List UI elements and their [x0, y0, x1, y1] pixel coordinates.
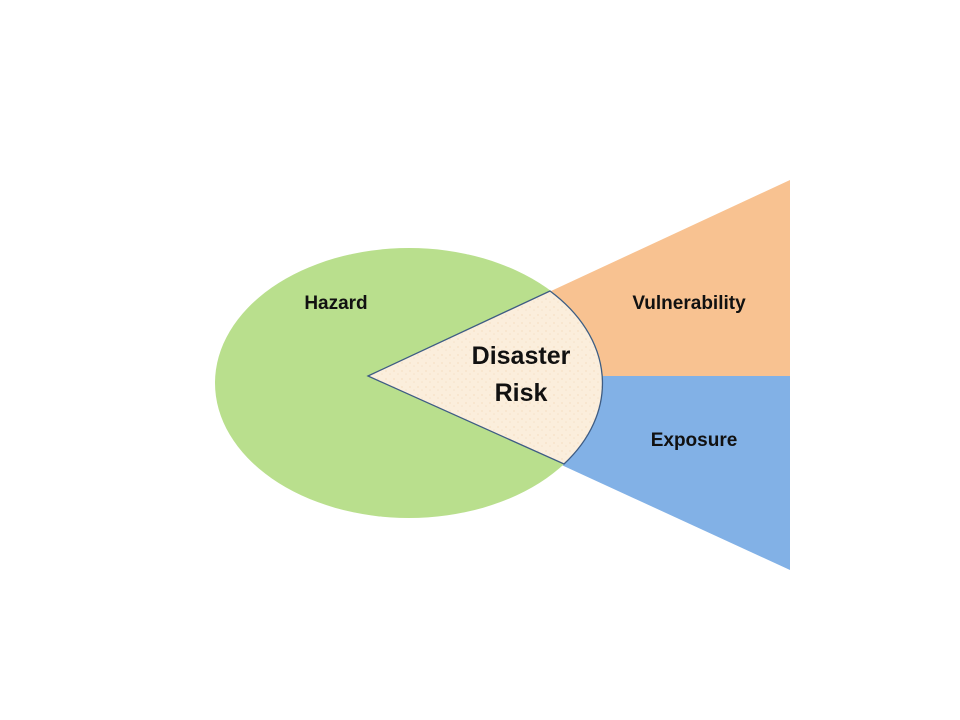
disaster-risk-label-line1: Disaster [472, 342, 571, 370]
vulnerability-label: Vulnerability [632, 293, 746, 314]
hazard-label: Hazard [304, 293, 367, 314]
disaster-risk-label-line2: Risk [495, 379, 548, 407]
disaster-risk-sector [366, 290, 604, 465]
exposure-label: Exposure [651, 430, 738, 451]
